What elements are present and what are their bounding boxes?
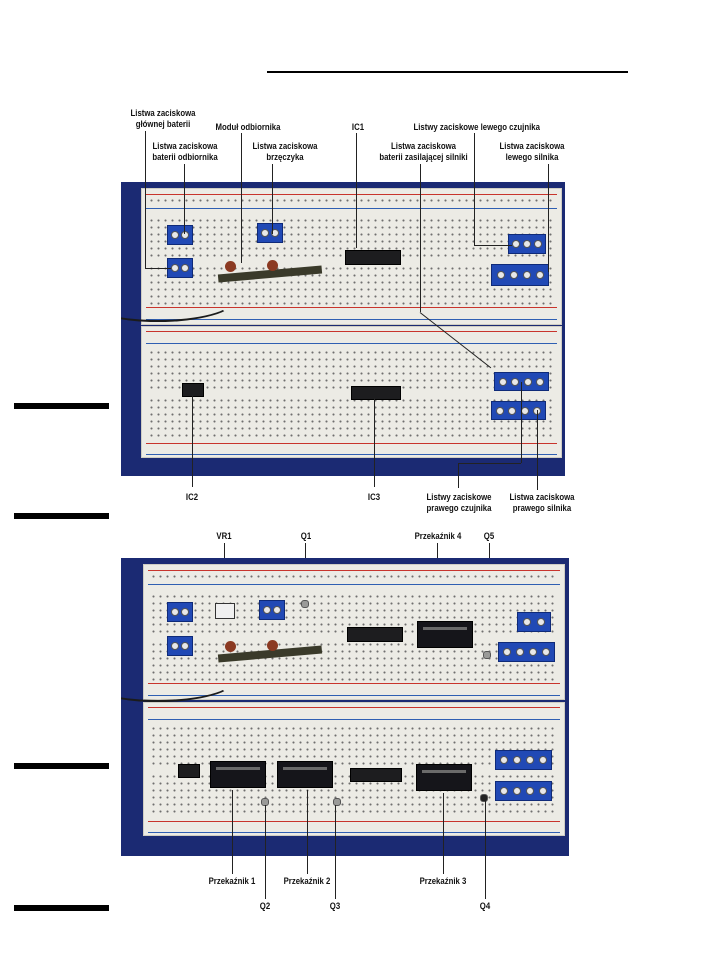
ic1-chip: [345, 250, 401, 265]
label-receiver-battery-terminal: Listwa zaciskowa baterii odbiornika: [152, 141, 218, 163]
terminal-block-a: [167, 602, 193, 622]
vr1-potentiometer: [215, 603, 235, 619]
label-q4: Q4: [479, 901, 491, 912]
label-ic3: IC3: [367, 492, 381, 503]
q1-transistor: [301, 600, 309, 608]
relay4: [417, 621, 473, 648]
terminal-block-f: [495, 750, 552, 770]
ic2-chip: [182, 383, 204, 397]
label-left-motor-terminal: Listwa zaciskowa lewego silnika: [499, 141, 565, 163]
label-ic1: IC1: [351, 122, 365, 133]
label-relay2: Przekaźnik 2: [283, 876, 331, 887]
margin-rule-1: [14, 403, 109, 409]
label-right-sensor-terminals: Listwy zaciskowe prawego czujnika: [426, 492, 492, 514]
terminal-block-g: [495, 781, 552, 801]
ic3-chip-2: [350, 768, 402, 782]
terminal-block-c: [167, 636, 193, 656]
relay2: [277, 761, 333, 788]
breadboard-photo-bottom: [121, 558, 569, 856]
receiver-component-2: [267, 640, 278, 651]
right-sensor-terminal-block: [491, 401, 546, 420]
terminal-block-d: [517, 612, 551, 632]
label-q5: Q5: [483, 531, 495, 542]
label-relay3: Przekaźnik 3: [419, 876, 467, 887]
receiver-coil: [225, 261, 236, 272]
q4-transistor: [480, 794, 488, 802]
label-relay4: Przekaźnik 4: [414, 531, 462, 542]
breadboard-upper: [141, 188, 562, 325]
terminal-block-b: [259, 600, 285, 620]
label-buzzer-terminal: Listwa zaciskowa brzęczyka: [252, 141, 318, 163]
main-battery-terminal-block: [167, 258, 193, 278]
label-q1: Q1: [300, 531, 312, 542]
label-motor-battery-terminal: Listwa zaciskowa baterii zasilającej sil…: [379, 141, 468, 163]
label-main-battery-terminal: Listwa zaciskowa głównej baterii: [130, 108, 196, 130]
label-ic2: IC2: [185, 492, 199, 503]
label-vr1: VR1: [216, 531, 232, 542]
label-q3: Q3: [329, 901, 341, 912]
receiver-battery-terminal-block: [167, 225, 193, 245]
q5-transistor: [483, 651, 491, 659]
receiver-coil-2: [225, 641, 236, 652]
ic3-chip: [351, 386, 401, 400]
terminal-block-e: [498, 642, 555, 662]
margin-rule-4: [14, 905, 109, 911]
label-left-sensor-terminals: Listwy zaciskowe lewego czujnika: [413, 122, 540, 133]
buzzer-terminal-block: [257, 223, 283, 243]
ic1-chip-2: [347, 627, 403, 642]
left-motor-terminal-block: [491, 264, 549, 286]
label-relay1: Przekaźnik 1: [208, 876, 256, 887]
q3-transistor: [333, 798, 341, 806]
margin-rule-3: [14, 763, 109, 769]
relay3: [416, 764, 472, 791]
label-q2: Q2: [259, 901, 271, 912]
label-right-motor-terminal: Listwa zaciskowa prawego silnika: [509, 492, 575, 514]
left-sensor-terminal-block: [508, 234, 546, 254]
receiver-component: [267, 260, 278, 271]
margin-rule-2: [14, 513, 109, 519]
header-rule: [267, 71, 628, 73]
label-receiver-module: Moduł odbiornika: [215, 122, 281, 133]
ic2-chip-2: [178, 764, 200, 778]
breadboard-photo-top: [121, 182, 565, 476]
relay1: [210, 761, 266, 788]
